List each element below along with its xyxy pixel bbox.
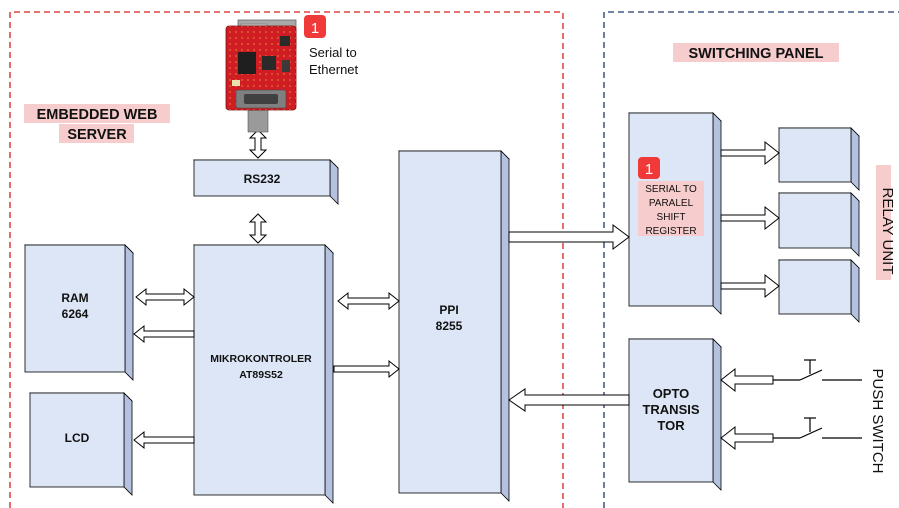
relay-title: RELAY UNIT bbox=[879, 188, 896, 275]
embedded-web-server-region bbox=[9, 11, 564, 508]
ppi-label-line2: 8255 bbox=[436, 319, 463, 333]
shift-label-line1: SERIAL TO bbox=[645, 184, 697, 195]
module-badge: 1 bbox=[311, 20, 319, 37]
relay-3 bbox=[778, 259, 860, 323]
opto-label-line3: TOR bbox=[657, 418, 685, 433]
arrow-module-rs232 bbox=[248, 129, 268, 159]
switching-title-highlight bbox=[673, 43, 839, 62]
arrow-ram-mcu-bidirectional bbox=[135, 287, 195, 307]
shift-label-line3: SHIFT bbox=[657, 212, 686, 223]
arrow-switch1-opto bbox=[720, 367, 774, 393]
ram-block: RAM 6264 bbox=[24, 244, 134, 381]
arrow-switch2-opto bbox=[720, 425, 774, 451]
ram-label-line1: RAM bbox=[61, 291, 88, 305]
embedded-title-highlight-1 bbox=[24, 104, 170, 123]
arrow-mcu-ppi bbox=[333, 359, 400, 379]
arrow-shift-relay-2 bbox=[720, 205, 780, 231]
shift-register-block: SERIAL TO PARALEL SHIFT REGISTER 1 bbox=[628, 112, 722, 315]
opto-label-line1: OPTO bbox=[653, 386, 690, 401]
mcu-label-line1: MIKROKONTROLER bbox=[210, 353, 312, 365]
serial-ethernet-module: 1 Serial to Ethernet bbox=[225, 15, 359, 133]
arrow-shift-relay-3 bbox=[720, 273, 780, 299]
arrow-mcu-lcd bbox=[133, 430, 195, 450]
arrow-rs232-mcu bbox=[248, 213, 268, 244]
shift-register-badge: 1 bbox=[645, 161, 653, 178]
push-title: PUSH SWITCH bbox=[869, 369, 886, 474]
ppi-label-line1: PPI bbox=[439, 303, 458, 317]
module-blocks: RS232 RAM 6264 LCD MIKROKONTROLER AT89S5… bbox=[24, 112, 860, 504]
connection-arrows bbox=[133, 129, 780, 451]
embedded-title-line2: SERVER bbox=[67, 127, 127, 143]
embedded-title-highlight-2 bbox=[59, 124, 134, 143]
shift-register-badge-bg bbox=[638, 157, 660, 179]
arrow-mcu-ram bbox=[133, 324, 195, 344]
push-switch-1 bbox=[773, 359, 862, 381]
module-label-line1: Serial to bbox=[309, 45, 357, 60]
relay-2 bbox=[778, 192, 860, 257]
lcd-block: LCD bbox=[29, 392, 133, 496]
shift-label-line2: PARALEL bbox=[649, 198, 694, 209]
region-borders bbox=[9, 11, 899, 508]
switching-panel-region bbox=[603, 11, 899, 508]
relay-title-highlight bbox=[876, 165, 891, 280]
module-label-line2: Ethernet bbox=[309, 62, 359, 77]
opto-block: OPTO TRANSIS TOR bbox=[628, 338, 722, 491]
shift-register-highlight bbox=[638, 181, 704, 236]
ram-label-line2: 6264 bbox=[62, 307, 89, 321]
module-badge-bg bbox=[304, 15, 326, 38]
arrow-shift-relay-1 bbox=[720, 140, 780, 166]
switching-title: SWITCHING PANEL bbox=[688, 46, 823, 62]
mcu-label-line2: AT89S52 bbox=[239, 369, 283, 381]
push-switch-2 bbox=[773, 417, 862, 439]
ppi-block: PPI 8255 bbox=[398, 150, 510, 502]
rs232-label: RS232 bbox=[244, 172, 281, 186]
embedded-title-line1: EMBEDDED WEB bbox=[37, 107, 158, 123]
module-photo bbox=[225, 19, 297, 133]
push-switches bbox=[773, 359, 862, 439]
relay-1 bbox=[778, 127, 860, 191]
rs232-block: RS232 bbox=[193, 159, 339, 205]
mcu-block: MIKROKONTROLER AT89S52 bbox=[193, 244, 334, 504]
arrow-ppi-shift-register bbox=[508, 224, 630, 250]
arrow-opto-ppi bbox=[508, 388, 630, 412]
shift-label-line4: REGISTER bbox=[645, 226, 696, 237]
lcd-label: LCD bbox=[65, 431, 90, 445]
opto-label-line2: TRANSIS bbox=[642, 402, 699, 417]
region-titles: EMBEDDED WEB SERVER SWITCHING PANEL RELA… bbox=[24, 43, 896, 474]
arrow-mcu-ppi-bidirectional bbox=[337, 291, 400, 311]
